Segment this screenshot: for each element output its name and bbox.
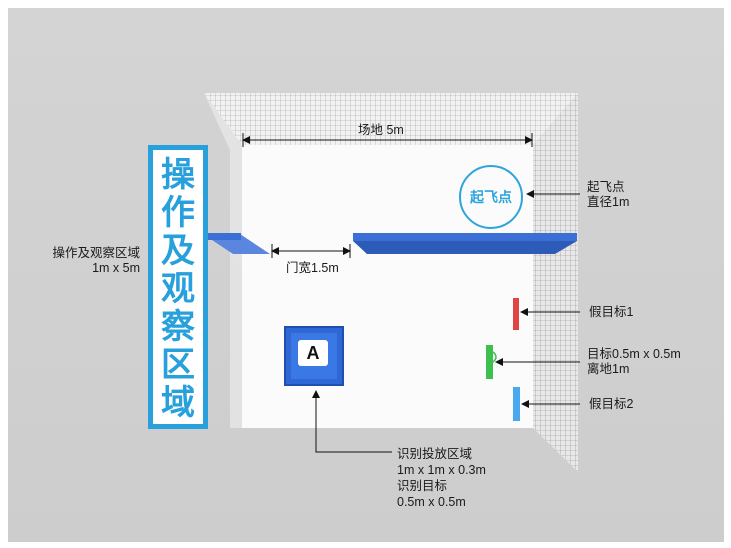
takeoff-circle: 起飞点 bbox=[459, 165, 523, 229]
zone-a-label-line: 识别投放区域 bbox=[397, 447, 473, 461]
zone-a-label-line: 1m x 1m x 0.3m bbox=[397, 463, 486, 477]
operation-zone-label: 操作及观察区域 1m x 5m bbox=[30, 246, 140, 276]
fake-target-2-label: 假目标2 bbox=[589, 397, 634, 411]
field-size-label: 场地 5m bbox=[358, 123, 404, 137]
operation-zone-char: 域 bbox=[161, 383, 195, 423]
real-target-label-line1: 目标0.5m x 0.5m bbox=[587, 347, 681, 361]
operation-zone-box: 操 作 及 观 察 区 域 bbox=[148, 145, 208, 429]
zone-a-pointer bbox=[312, 390, 392, 453]
operation-zone-char: 区 bbox=[161, 345, 195, 385]
takeoff-circle-text: 起飞点 bbox=[470, 190, 512, 206]
fake-target-2 bbox=[513, 387, 520, 421]
fake-target-1-label: 假目标1 bbox=[589, 305, 634, 319]
operation-zone-label-line1: 操作及观察区域 bbox=[52, 246, 140, 260]
operation-zone-char: 察 bbox=[161, 307, 195, 347]
operation-zone-char: 操 bbox=[161, 155, 195, 195]
wall-right bbox=[353, 233, 577, 241]
takeoff-label-line1: 起飞点 bbox=[587, 180, 625, 194]
takeoff-label-line2: 直径1m bbox=[587, 195, 630, 209]
real-target-label-line2: 离地1m bbox=[587, 362, 630, 376]
zone-a-label-line: 识别目标 bbox=[397, 479, 448, 493]
operation-zone-char: 及 bbox=[161, 231, 195, 271]
real-target bbox=[486, 345, 493, 379]
operation-zone-char: 作 bbox=[161, 193, 195, 233]
zone-a-label: 识别投放区域 1m x 1m x 0.3m 识别目标 0.5m x 0.5m bbox=[397, 446, 486, 510]
operation-zone-label-line2: 1m x 5m bbox=[92, 261, 140, 275]
fake-target-1 bbox=[513, 298, 519, 330]
takeoff-label: 起飞点 直径1m bbox=[587, 180, 629, 210]
zone-a-letter: A bbox=[298, 340, 328, 366]
real-target-label: 目标0.5m x 0.5m 离地1m bbox=[587, 347, 681, 377]
door-width-label: 门宽1.5m bbox=[286, 261, 339, 275]
zone-a-label-line: 0.5m x 0.5m bbox=[397, 495, 466, 509]
operation-zone-char: 观 bbox=[161, 269, 195, 309]
